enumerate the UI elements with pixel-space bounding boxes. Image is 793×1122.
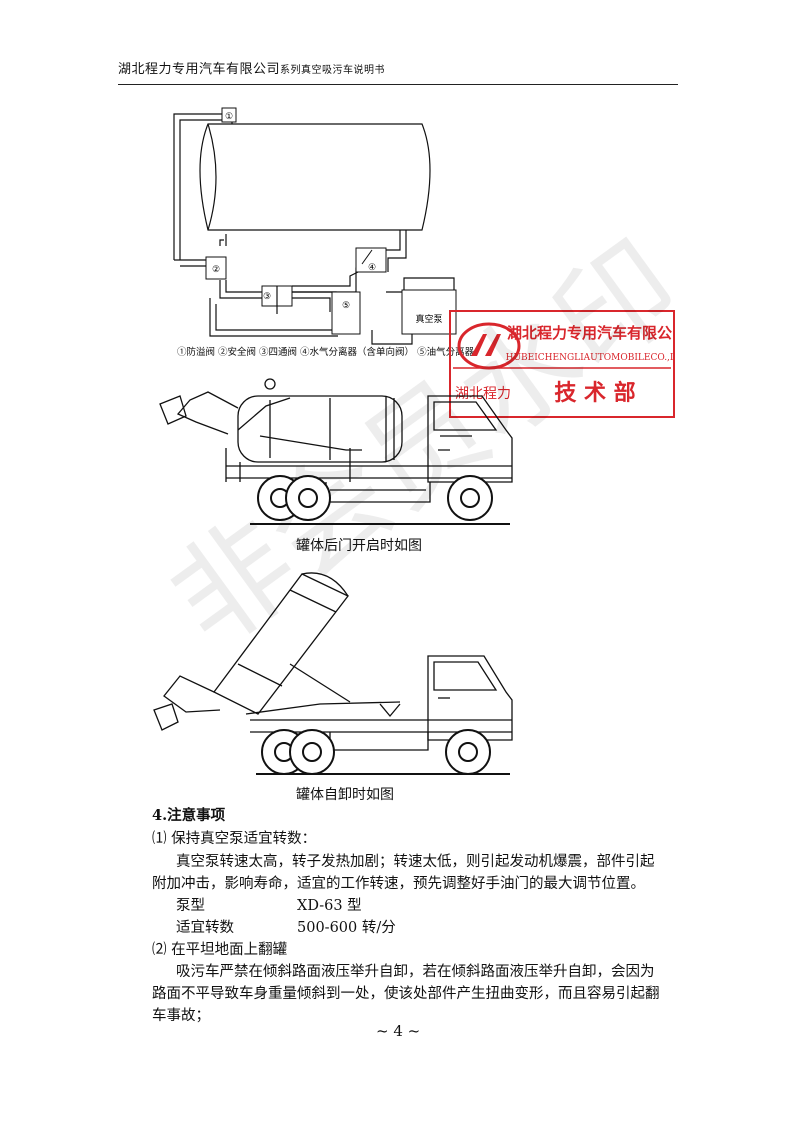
valve-2-box (205, 256, 227, 280)
company-stamp: 湖北程力专用汽车有限公司 HUBEICHENGLIAUTOMOBILECO.,L… (449, 310, 675, 418)
marker-5: ⑤ (342, 301, 350, 311)
item2-line2: 路面不平导致车身重量倾斜到一处，使该处部件产生扭曲变形，而且容易引起翻 (152, 986, 660, 1002)
header-divider (118, 84, 678, 85)
marker-4: ④ (368, 263, 376, 273)
pump-label: 真空泵 (415, 313, 442, 325)
stamp-short-name: 湖北程力 (455, 386, 511, 402)
valve-1-box (221, 107, 237, 123)
truck2-wheels (261, 729, 491, 775)
diagram-legend: ①防溢阀 ②安全阀 ③四通阀 ④水气分离器（含单向阀） ⑤油气分离器 (177, 347, 475, 358)
stamp-company: 湖北程力专用汽车有限公司 (507, 324, 675, 342)
item1-line1: 真空泵转速太高，转子发热加剧；转速太低，则引起发动机爆震，部件引起 (176, 854, 655, 870)
spec-row-speed-label: 适宜转数 (176, 920, 234, 936)
item1-heading: ⑴ 保持真空泵适宜转数： (152, 831, 317, 847)
spec-row-pump-type-label: 泵型 (176, 898, 205, 914)
pipe-top (173, 113, 233, 260)
marker-3: ③ (263, 292, 271, 302)
item2-line3: 车事故； (152, 1008, 210, 1024)
marker-2: ② (212, 265, 220, 275)
tank-body (199, 123, 431, 231)
header-manual-title: 系列真空吸污车说明书 (280, 65, 386, 76)
marker-1: ① (225, 112, 233, 122)
header-company: 湖北程力专用汽车有限公司 (118, 62, 281, 77)
vacuum-piping-diagram: ① ② ③ ④ ⑤ 真空泵 (173, 107, 457, 345)
vacuum-pump-box (401, 289, 457, 335)
item2-line1: 吸污车严禁在倾斜路面液压举升自卸，若在倾斜路面液压举升自卸，会因为 (176, 964, 655, 980)
section-title: 4.注意事项 (152, 807, 226, 824)
truck-tipping-figure (153, 572, 513, 775)
separator-5-box (331, 291, 361, 335)
page-header: 湖北程力专用汽车有限公司系列真空吸污车说明书 (118, 58, 385, 77)
item1-line2: 附加冲击，影响寿命，适宜的工作转速，预先调整好手油门的最大调节位置。 (152, 876, 645, 892)
caption-door-open: 罐体后门开启时如图 (296, 538, 422, 554)
page-number: ~ 4 ~ (376, 1022, 421, 1040)
stamp-department: 技 术 部 (554, 380, 635, 406)
item2-heading: ⑵ 在平坦地面上翻罐 (152, 942, 288, 958)
spec-row-pump-type-value: XD-63 型 (297, 898, 362, 914)
stamp-company-en: HUBEICHENGLIAUTOMOBILECO.,LTD (506, 353, 675, 363)
caption-tipping: 罐体自卸时如图 (296, 787, 394, 803)
truck1-wheels (257, 475, 493, 521)
truck-door-open-figure (159, 378, 513, 525)
spec-row-speed-value: 500-600 转/分 (297, 920, 396, 936)
